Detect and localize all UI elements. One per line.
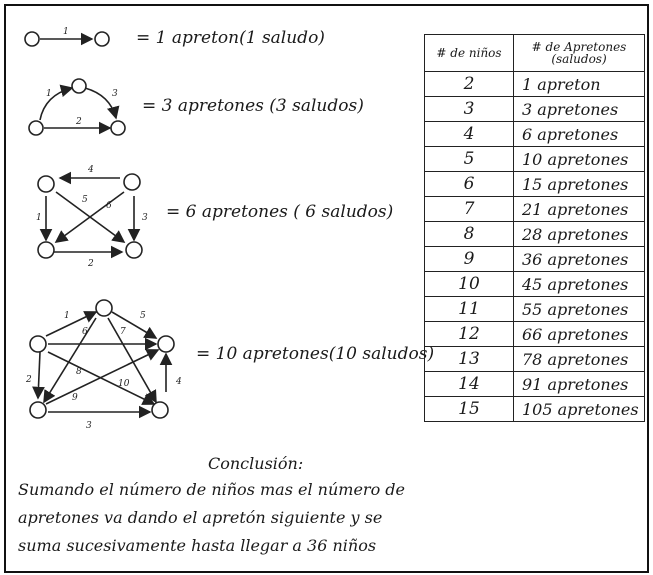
child-node [28,120,44,136]
conclusion-title: Conclusión: [208,454,304,473]
handshake-count: 15 apretones [513,171,645,197]
child-node [29,401,47,419]
children-count: 5 [424,146,514,172]
equation-1: = 1 apreton(1 saludo) [136,28,325,48]
edge-label: 1 [64,311,70,321]
edge-label: 3 [142,213,148,223]
children-count: 11 [424,296,514,322]
equation-3: = 6 apretones ( 6 saludos) [166,202,394,222]
child-node [123,173,141,191]
handshake-count: 3 apretones [513,96,645,122]
edge-label: 6 [106,201,112,211]
handshake-count: 21 apretones [513,196,645,222]
handshake-count: 1 apreton [513,71,645,97]
children-count: 6 [424,171,514,197]
edge-label: 1 [63,27,69,37]
edge-label: 4 [175,377,182,387]
children-count: 3 [424,96,514,122]
edge [84,87,120,120]
children-count: 13 [424,346,514,372]
edge [32,351,45,400]
child-node [37,241,55,259]
child-node [110,120,126,136]
edge-label: 3 [86,421,92,431]
conclusion-line: apretones va dando el apretón siguiente … [18,508,383,527]
children-count: 2 [424,71,514,97]
edge [45,349,160,405]
child-node [71,78,87,94]
children-count: 15 [424,396,514,422]
handshake-count: 28 apretones [513,221,645,247]
edge-label: 10 [118,379,130,389]
handshake-count: 36 apretones [513,246,645,272]
edge-label: 5 [140,311,146,321]
child-node [125,241,143,259]
child-node [151,401,169,419]
conclusion-line: suma sucesivamente hasta llegar a 36 niñ… [18,536,377,555]
edge-label: 2 [75,117,82,127]
handshake-count: 45 apretones [513,271,645,297]
edge [111,311,158,339]
children-count: 8 [424,221,514,247]
child-node [157,335,175,353]
handshake-count: 55 apretones [513,296,645,322]
child-node [94,31,110,47]
edge [39,84,74,121]
children-count: 4 [424,121,514,147]
children-count: 10 [424,271,514,297]
edge-label: 8 [76,367,82,377]
header-handshakes: # de Apretones (saludos) [513,34,645,72]
edge-label: 2 [25,375,32,385]
handshake-count: 105 apretones [513,396,645,422]
edge [107,317,157,404]
handshake-count: 6 apretones [513,121,645,147]
edge-label: 3 [112,89,118,99]
handshake-count: 66 apretones [513,321,645,347]
children-count: 7 [424,196,514,222]
equation-2: = 3 apretones (3 saludos) [142,96,364,116]
child-node [95,299,113,317]
handshake-count: 10 apretones [513,146,645,172]
edge-label: 1 [36,213,42,223]
edge-label: 9 [72,393,78,403]
conclusion-line: Sumando el número de niños mas el número… [18,480,405,499]
equation-4: = 10 apretones(10 saludos) [196,344,435,364]
edge-label: 6 [82,327,88,337]
children-count: 12 [424,321,514,347]
edge-label: 2 [87,259,94,269]
edge [54,191,125,243]
edge-label: 4 [87,165,94,175]
child-node [29,335,47,353]
handshake-count: 91 apretones [513,371,645,397]
handshake-count: 78 apretones [513,346,645,372]
edge-label: 7 [120,327,126,337]
header-children: # de niños [424,34,514,72]
handshake-diagrams: 1 1 3 2 4 1 3 2 5 6 1 5 6 7 2 8 9 10 4 3 [24,27,182,431]
edge [43,317,97,404]
children-count: 14 [424,371,514,397]
child-node [24,31,40,47]
edge [45,311,98,337]
child-node [37,175,55,193]
edge-label: 1 [46,89,52,99]
page-frame [4,4,649,573]
children-count: 9 [424,246,514,272]
edge-label: 5 [82,195,88,205]
